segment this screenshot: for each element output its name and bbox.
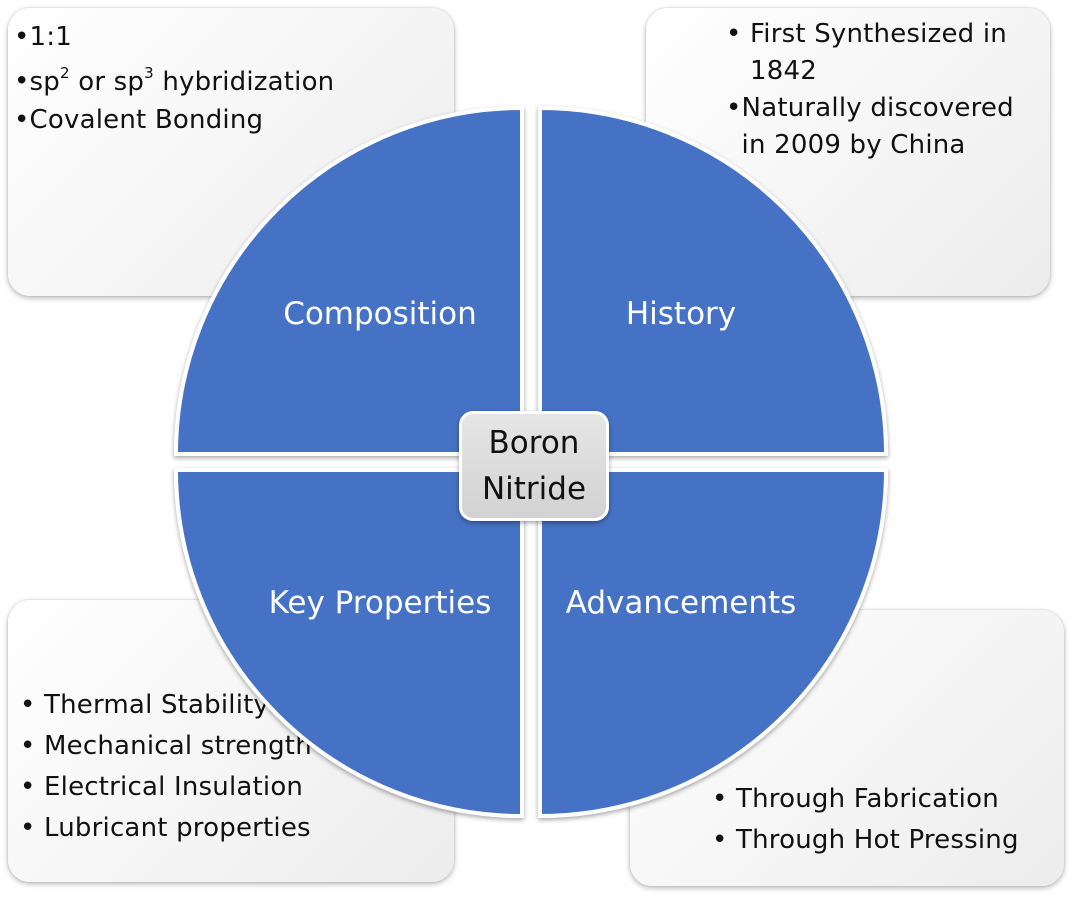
list-item: • Through Fabrication [712,784,999,814]
key-properties-list: • Thermal Stability • Mechanical strengt… [20,685,312,849]
key-properties-label: Key Properties [268,585,492,621]
key-properties-quadrant [173,468,524,819]
center-title-line-1: Boron [488,425,580,461]
advancements-quadrant [538,468,889,819]
list-item: •1:1 [14,22,72,52]
center-topic-box: Boron Nitride [459,411,609,521]
history-label: History [625,296,737,332]
list-item: • First Synthesized in 1842 [726,19,1007,86]
list-item: •sp2 or sp3 hybridization [14,64,335,97]
history-list: • First Synthesized in 1842 •Naturally d… [726,16,1016,164]
list-item: • Thermal Stability [20,690,270,720]
history-quadrant [538,105,889,456]
center-title-line-2: Nitride [481,471,587,507]
list-item: •Naturally discovered in 2009 by China [726,93,1014,160]
list-item: •Covalent Bonding [14,104,264,135]
composition-quadrant [173,105,524,456]
list-item: • Mechanical strength [20,731,312,761]
composition-list: •1:1 •sp2 or sp3 hybridization •Covalent… [14,18,334,139]
composition-label: Composition [283,296,477,332]
advancements-label: Advancements [565,585,797,621]
advancements-list: • Through Fabrication • Through Hot Pres… [712,779,1019,861]
list-item: • Lubricant properties [20,813,311,843]
list-item: • Electrical Insulation [20,772,304,802]
list-item: • Through Hot Pressing [712,825,1019,855]
